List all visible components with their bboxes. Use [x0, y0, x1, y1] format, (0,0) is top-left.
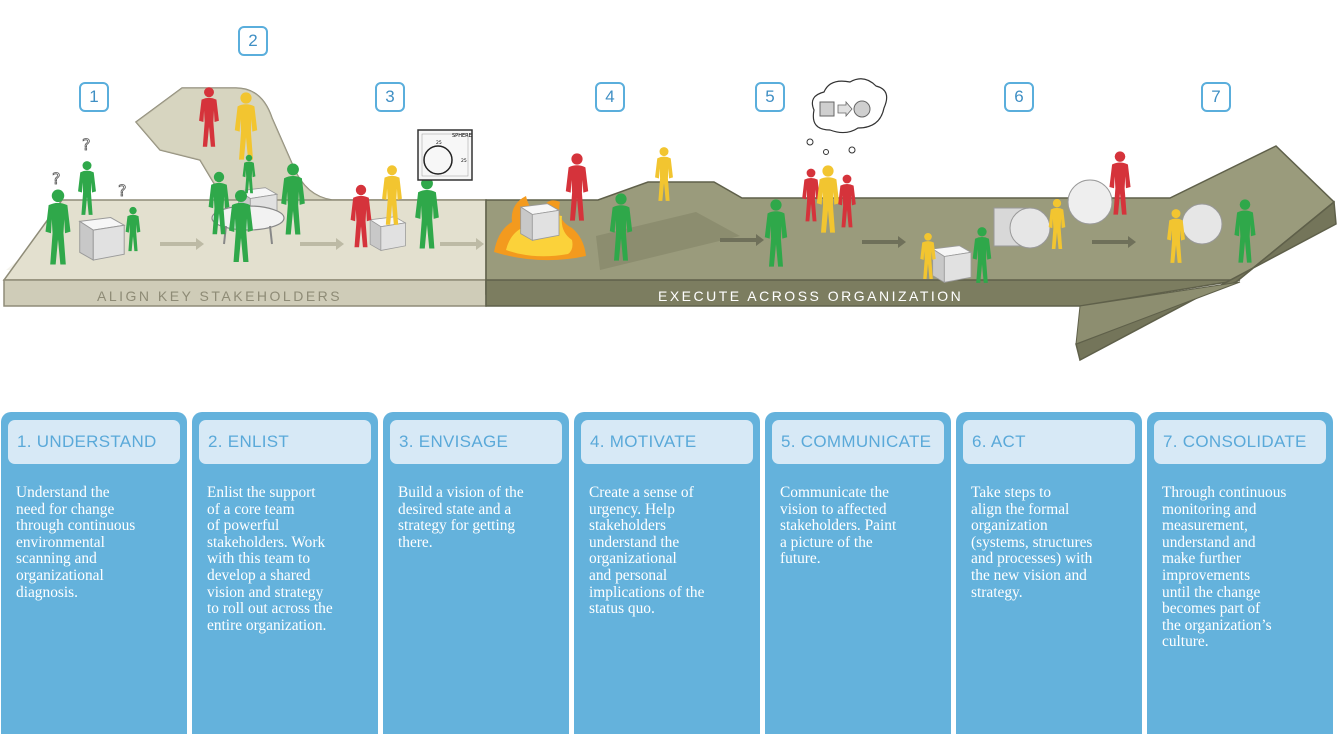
- step-title: 1. UNDERSTAND: [8, 420, 180, 464]
- step-card-act: 6. ACT Take steps to align the formal or…: [956, 412, 1142, 734]
- align-stakeholders-label: ALIGN KEY STAKEHOLDERS: [97, 288, 343, 304]
- cube-icon: [932, 245, 972, 283]
- step-description: Create a sense of urgency. Help stakehol…: [589, 484, 705, 618]
- step-description: Build a vision of the desired state and …: [398, 484, 524, 551]
- step-number-badge: 6: [1004, 82, 1034, 112]
- step-title: 6. ACT: [963, 420, 1135, 464]
- step-title: 5. COMMUNICATE: [772, 420, 944, 464]
- step-card-motivate: 4. MOTIVATE Create a sense of urgency. H…: [574, 412, 760, 734]
- step-description: Communicate the vision to affected stake…: [780, 484, 897, 568]
- step-description: Understand the need for change through c…: [16, 484, 136, 601]
- step-description: Through continuous monitoring and measur…: [1162, 484, 1287, 651]
- step-description: Enlist the support of a core team of pow…: [207, 484, 333, 634]
- svg-text:?: ?: [82, 135, 91, 154]
- execute-organization-label: EXECUTE ACROSS ORGANIZATION: [658, 288, 964, 304]
- step-card-consolidate: 7. CONSOLIDATE Through continuous monito…: [1147, 412, 1333, 734]
- step-title: 4. MOTIVATE: [581, 420, 753, 464]
- execute-ribbon: [485, 145, 1337, 362]
- step-number-badge: 3: [375, 82, 405, 112]
- step-number-badge: 4: [595, 82, 625, 112]
- step-card-enlist: 2. ENLIST Enlist the support of a core t…: [192, 412, 378, 734]
- vision-board-icon: SPHERE 25 25: [417, 129, 473, 181]
- step-title: 7. CONSOLIDATE: [1154, 420, 1326, 464]
- step-number-badge: 5: [755, 82, 785, 112]
- vision-board-width: 25: [436, 140, 442, 146]
- step-number-badge: 2: [238, 26, 268, 56]
- question-mark-icon: ? ? ?: [52, 135, 127, 201]
- thought-bubble-icon: [806, 78, 888, 155]
- sphere-icon: [993, 179, 1223, 249]
- svg-text:?: ?: [52, 169, 61, 188]
- vision-board-title: SPHERE: [452, 133, 472, 139]
- ribbon-illustration: ? ? ? SPHERE 25 25: [2, 78, 1337, 362]
- vision-board-height: 25: [461, 158, 467, 164]
- step-title: 3. ENVISAGE: [390, 420, 562, 464]
- step-description: Take steps to align the formal organizat…: [971, 484, 1093, 601]
- process-diagram: ? ? ? SPHERE 25 25 1 2 3 4 5 6 7 ALIGN K…: [2, 26, 1337, 362]
- cube-icon: [520, 203, 560, 241]
- cube-icon: [79, 217, 125, 261]
- step-card-envisage: 3. ENVISAGE Build a vision of the desire…: [383, 412, 569, 734]
- step-card-understand: 1. UNDERSTAND Understand the need for ch…: [1, 412, 187, 734]
- step-title: 2. ENLIST: [199, 420, 371, 464]
- step-number-badge: 7: [1201, 82, 1231, 112]
- svg-text:?: ?: [118, 181, 127, 200]
- step-number-badge: 1: [79, 82, 109, 112]
- step-card-communicate: 5. COMMUNICATE Communicate the vision to…: [765, 412, 951, 734]
- steps-panel: 1. UNDERSTAND Understand the need for ch…: [0, 412, 1340, 734]
